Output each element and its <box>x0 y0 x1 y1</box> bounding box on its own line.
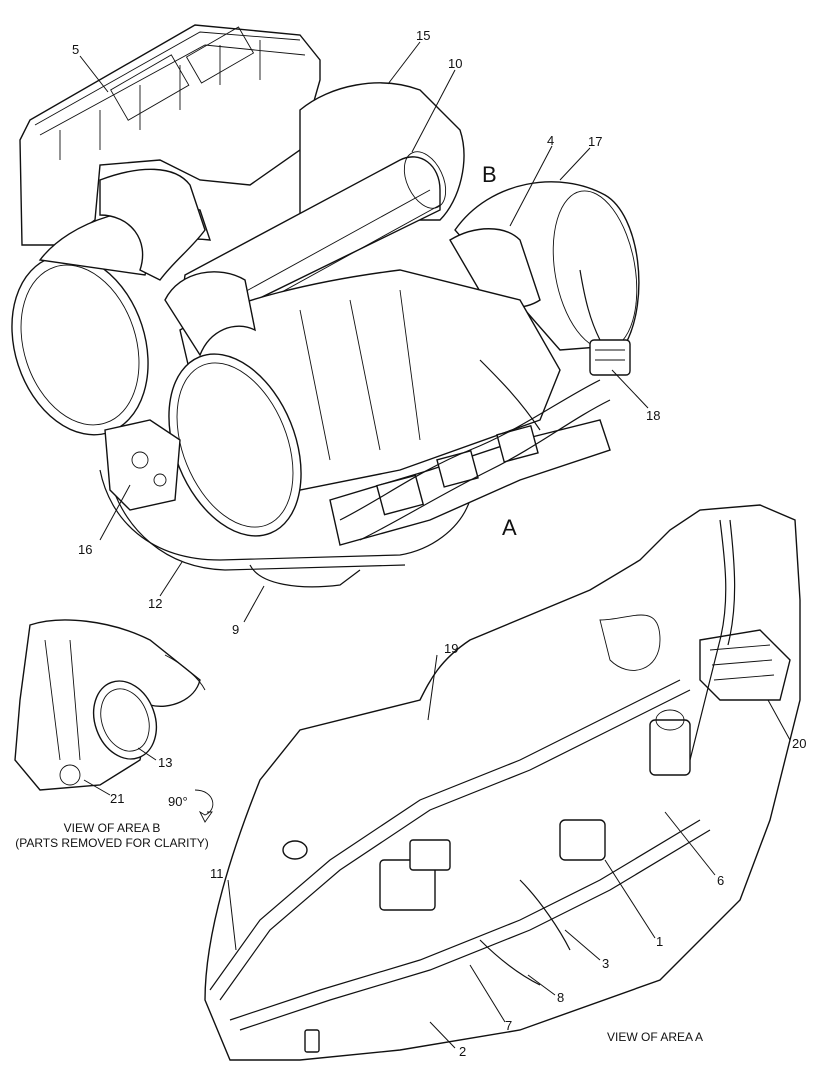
tube-2 <box>229 819 701 1021</box>
callout-2: 2 <box>459 1044 466 1059</box>
tube-9 <box>249 564 361 588</box>
callout-9: 9 <box>232 622 239 637</box>
caption-view-a: VIEW OF AREA A <box>607 1030 703 1044</box>
sensor-1 <box>559 819 606 861</box>
callout-13: 13 <box>158 755 172 770</box>
rotation-label: 90° <box>168 794 188 809</box>
callout-19: 19 <box>444 641 458 656</box>
leader-lines <box>79 41 791 1049</box>
callout-20: 20 <box>792 736 806 751</box>
callout-4: 4 <box>547 133 554 148</box>
bracket-19 <box>204 504 801 1061</box>
callout-21: 21 <box>110 791 124 806</box>
area-label-b: B <box>482 162 497 187</box>
callout-6: 6 <box>717 873 724 888</box>
callout-10: 10 <box>448 56 462 71</box>
tube-3 <box>519 879 571 951</box>
callout-labels: 5 15 10 4 17 18 16 12 9 19 20 13 21 11 6… <box>72 28 806 1059</box>
main-assembly-illustration <box>11 24 640 588</box>
callout-1: 1 <box>656 934 663 949</box>
area-label-a: A <box>502 515 517 540</box>
rotation-arrow-icon <box>194 789 214 823</box>
canister-front-opening <box>168 353 302 537</box>
caption-view-b-line2: (PARTS REMOVED FOR CLARITY) <box>15 836 209 850</box>
sensor-7 <box>379 859 436 911</box>
connector-18 <box>589 339 631 376</box>
tube-12 <box>99 469 471 561</box>
view-area-b-illustration <box>14 619 206 791</box>
sensor-6 <box>649 719 691 776</box>
elbow-duct <box>99 168 206 281</box>
callout-3: 3 <box>602 956 609 971</box>
callout-11: 11 <box>210 866 224 881</box>
callout-8: 8 <box>557 990 564 1005</box>
tube-8 <box>479 939 541 986</box>
callout-15: 15 <box>416 28 430 43</box>
callout-18: 18 <box>646 408 660 423</box>
callout-5: 5 <box>72 42 79 57</box>
connector-20 <box>699 629 791 701</box>
callout-17: 17 <box>588 134 602 149</box>
callout-12: 12 <box>148 596 162 611</box>
view-area-a-illustration <box>204 504 801 1061</box>
bracket-16 <box>104 419 181 511</box>
callout-16: 16 <box>78 542 92 557</box>
sensor-cluster-a <box>329 359 611 546</box>
canister-17 <box>454 181 640 351</box>
caption-view-b-line1: VIEW OF AREA B <box>64 821 161 835</box>
fitting-21 <box>59 764 81 786</box>
callout-7: 7 <box>505 1018 512 1033</box>
tube-11 <box>209 679 681 991</box>
